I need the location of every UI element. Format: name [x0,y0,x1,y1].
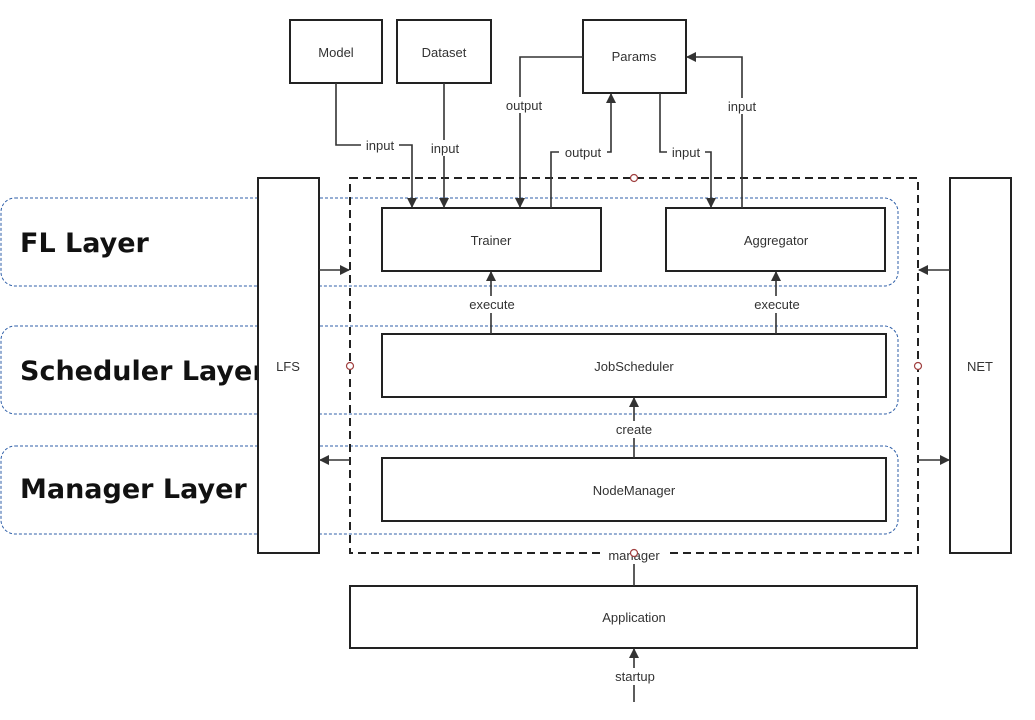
manager-layer-label: Manager Layer [20,474,247,505]
params-to-trainer-edge [515,56,583,208]
fl-layer-band [0,197,899,287]
jobscheduler-label: JobScheduler [594,359,674,374]
aggregator-to-params-edge [686,52,743,208]
model-label: Model [318,45,354,60]
scheduler-layer-band [0,325,899,415]
nodemanager-label: NodeManager [593,483,676,498]
lfs-box [257,177,320,554]
dataset-label: Dataset [422,45,467,60]
scheduler-layer-label: Scheduler Layer [20,356,266,387]
trainer-box [381,207,602,272]
aggregator-params-input-label: input [728,99,757,114]
right-handle [913,361,923,371]
model-box [289,19,383,84]
aggregator-label: Aggregator [744,233,809,248]
params-aggregator-input-label: input [672,145,701,160]
aggregator-box [665,207,886,272]
dataset-trainer-label: input [431,141,460,156]
application-label: Application [602,610,666,625]
model-trainer-label: input [366,138,395,153]
nodemanager-box [381,457,887,522]
jobscheduler-aggregator-label: execute [754,297,800,312]
fl-layer-label: FL Layer [20,228,150,259]
trainer-params-output-label: output [565,145,602,160]
nodemanager-jobscheduler-label: create [616,422,652,437]
startup-label: startup [615,669,655,684]
trainer-params-output-left-label: output [506,98,543,113]
net-label: NET [967,359,993,374]
manager-layer-band [0,445,899,535]
top-handle [629,173,639,183]
trainer-label: Trainer [471,233,512,248]
net-box [949,177,1012,554]
params-label: Params [612,49,657,64]
jobscheduler-box [381,333,887,398]
left-handle [345,361,355,371]
jobscheduler-trainer-label: execute [469,297,515,312]
lfs-label: LFS [276,359,300,374]
bottom-handle [629,548,639,558]
dataset-box [396,19,492,84]
